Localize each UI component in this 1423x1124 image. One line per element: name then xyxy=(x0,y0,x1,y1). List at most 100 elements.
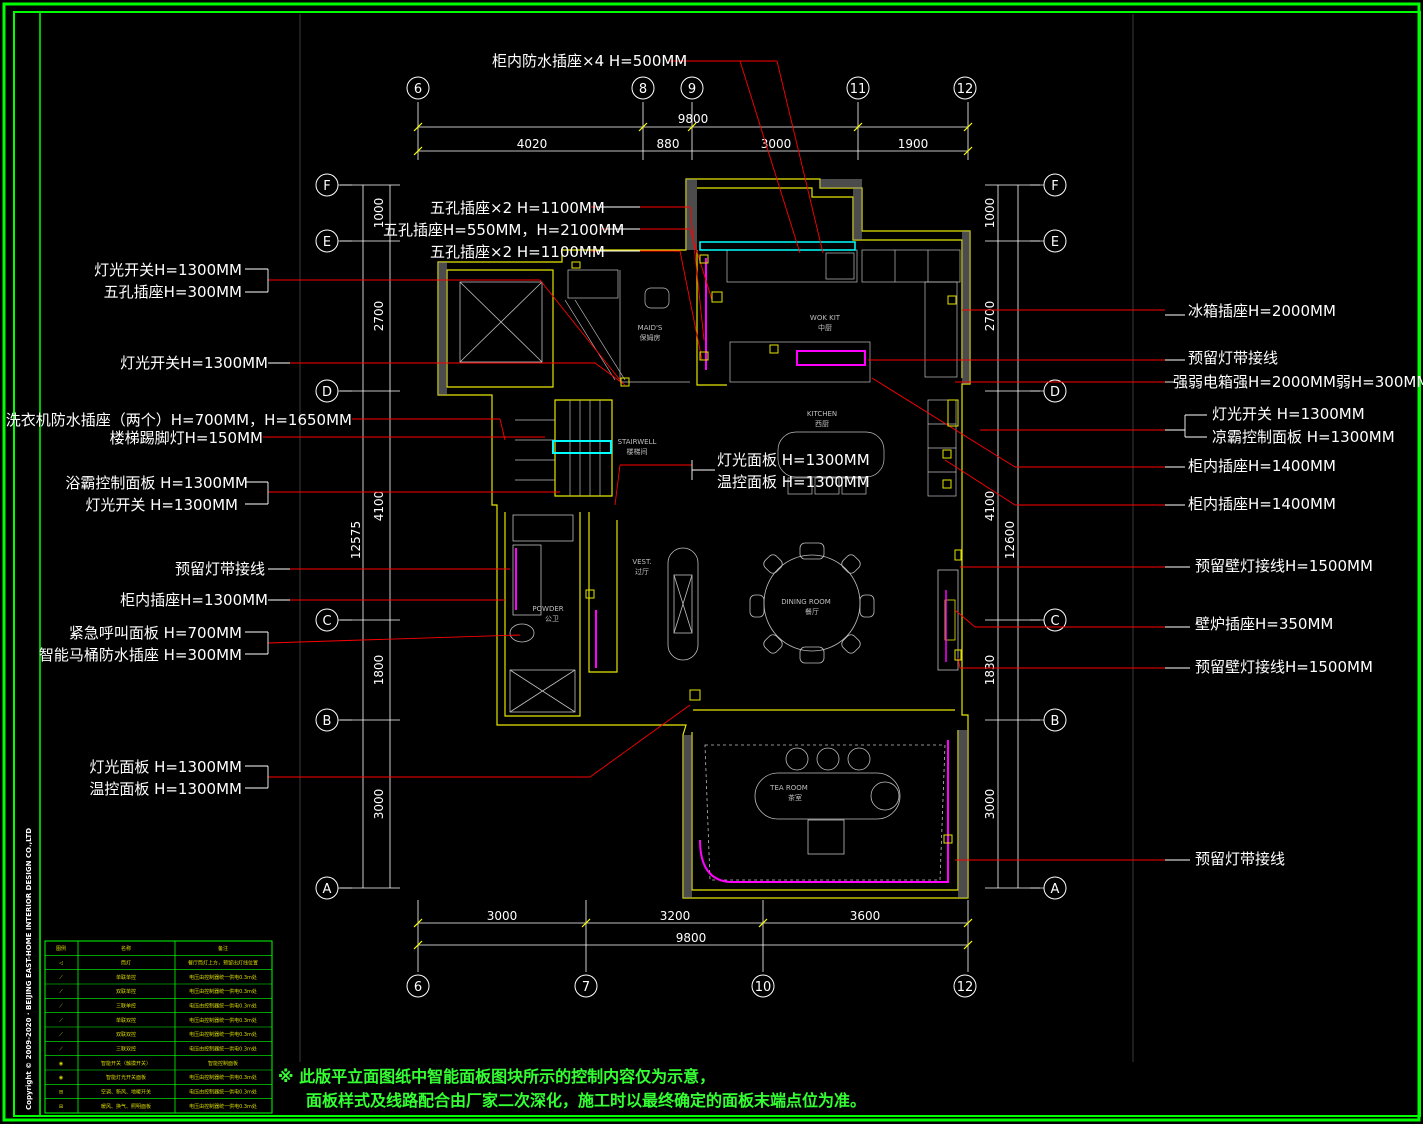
ann-right-1: 预留灯带接线 xyxy=(1188,349,1278,367)
ann-right-6: 柜内插座H=1400MM xyxy=(1188,495,1336,513)
room-label-wok-cn: 中厨 xyxy=(818,323,832,332)
room-label-stair: STAIRWELL xyxy=(618,438,657,446)
ann-center-1: 五孔插座H=550MM，H=2100MM xyxy=(383,221,624,239)
dimension-lines xyxy=(340,102,1040,972)
note-line-2: 面板样式及线路配合由厂家二次深化，施工时以最终确定的面板末端点位为准。 xyxy=(306,1091,866,1110)
ann-left-3: 洗衣机防水插座（两个）H=700MM，H=1650MM xyxy=(6,411,352,429)
grid-top-8: 8 xyxy=(639,82,647,97)
legend-cell: 三联单控 xyxy=(116,1003,136,1010)
legend-header-cell: 图例 xyxy=(56,945,66,952)
legend-cell: ⊞ xyxy=(59,1090,63,1096)
dim-top-4020: 4020 xyxy=(517,137,548,151)
grid-top-11: 11 xyxy=(850,82,867,97)
room-label-wok: WOK KIT xyxy=(810,314,841,322)
powder-fixtures xyxy=(509,514,576,713)
legend-cell: ⊞ xyxy=(59,1104,63,1110)
legend-cell: 双联双控 xyxy=(116,1031,136,1038)
dim-top-1900: 1900 xyxy=(898,137,929,151)
dimension-ticks xyxy=(413,122,973,950)
ann-center-2: 五孔插座×2 H=1100MM xyxy=(430,243,605,261)
ann-left-4: 楼梯踢脚灯H=150MM xyxy=(110,429,263,447)
dim-bottom-3200: 3200 xyxy=(660,909,691,923)
fireplace xyxy=(937,569,959,671)
dim-left-1800: 1800 xyxy=(372,655,386,686)
stair xyxy=(515,299,626,496)
stair-landing-strip xyxy=(552,440,612,454)
ann-right-3: 灯光开关 H=1300MM xyxy=(1212,405,1365,423)
leader-lines xyxy=(263,60,1165,861)
room-label-vest-cn: 过厅 xyxy=(635,567,649,576)
legend-cell: 三联双控 xyxy=(116,1046,136,1053)
legend-cell: 单联单控 xyxy=(116,974,136,981)
grid-top-9: 9 xyxy=(688,82,696,97)
grid-right-E: E xyxy=(1051,235,1059,250)
dim-left-3000: 3000 xyxy=(372,789,386,820)
elevator xyxy=(459,281,543,363)
dim-bottom-total: 9800 xyxy=(676,931,707,945)
ann-left-2: 灯光开关H=1300MM xyxy=(120,354,268,372)
ann-left-0: 灯光开关H=1300MM xyxy=(94,261,242,279)
ann-left-12: 温控面板 H=1300MM xyxy=(89,780,242,798)
ann-right-10: 预留灯带接线 xyxy=(1195,850,1285,868)
note-top-waterproof-socket: 柜内防水插座×4 H=500MM xyxy=(492,52,687,70)
legend-cell: ⟋ xyxy=(59,975,63,981)
legend-cell: 智能开关（触摸开关） xyxy=(101,1060,151,1067)
room-label-vest: VEST. xyxy=(632,558,651,566)
dim-right-total: 12600 xyxy=(1003,521,1017,559)
legend-cell: ⟋ xyxy=(59,1047,63,1053)
dim-left-2700: 2700 xyxy=(372,301,386,332)
legend-cell: 双联单控 xyxy=(116,988,136,995)
legend-cell: 智能灯光开关面板 xyxy=(106,1074,146,1081)
grid-left-C: C xyxy=(322,614,331,629)
grid-bottom-10: 10 xyxy=(755,980,772,995)
legend-cell: 单联双控 xyxy=(116,1017,136,1024)
copyright-text: Copyright © 2009-2020 · BEIJING EAST-HOM… xyxy=(25,828,33,1110)
legend-cell: 筒灯 xyxy=(121,960,131,967)
legend-cell: 空调、新风、地暖开关 xyxy=(101,1089,151,1096)
grid-bottom-6: 6 xyxy=(414,980,422,995)
dim-top-total: 9800 xyxy=(678,112,709,126)
room-label-maid: MAID'S xyxy=(638,324,663,332)
legend-cell: ◁ xyxy=(59,961,63,967)
ann-right-9: 预留壁灯接线H=1500MM xyxy=(1195,658,1373,676)
dim-left-4100: 4100 xyxy=(372,491,386,522)
ann-left-10: 智能马桶防水插座 H=300MM xyxy=(39,646,242,664)
dim-bottom-3000: 3000 xyxy=(487,909,518,923)
dim-left-total: 12575 xyxy=(349,521,363,559)
ann-right-7: 预留壁灯接线H=1500MM xyxy=(1195,557,1373,575)
tea-room-furniture xyxy=(704,744,946,881)
device-markers xyxy=(571,254,962,844)
ann-right-2: 强弱电箱强H=2000MM弱H=300MM xyxy=(1173,373,1423,391)
legend-cell: ⟋ xyxy=(59,1032,63,1038)
grid-leaders xyxy=(338,184,1044,889)
legend-header-cell: 名称 xyxy=(121,945,131,952)
dim-right-2700: 2700 xyxy=(983,301,997,332)
dim-left-1000: 1000 xyxy=(372,198,386,229)
ann-left-9: 紧急呼叫面板 H=700MM xyxy=(69,624,242,642)
legend-header-cell: 备注 xyxy=(218,945,228,952)
dim-right-1830: 1830 xyxy=(983,655,997,686)
legend-cell: 智能控制面板 xyxy=(208,1060,238,1067)
legend-cell: 电压由控制器统一供电0.3m处 xyxy=(189,1046,257,1053)
wall-fill xyxy=(438,179,970,898)
kitchen-strip xyxy=(796,350,866,366)
tea-room-strip xyxy=(699,740,949,883)
ann-left-1: 五孔插座H=300MM xyxy=(104,283,242,301)
grid-left-B: B xyxy=(323,714,332,729)
ann-left-5: 浴霸控制面板 H=1300MM xyxy=(65,474,248,492)
legend-cell: ⟋ xyxy=(59,989,63,995)
ann-center-4: 温控面板 H=1300MM xyxy=(717,473,870,491)
legend-cell: 电压由控制器统一供电0.3m处 xyxy=(189,1003,257,1010)
grid-right-A: A xyxy=(1051,882,1060,897)
room-label-tea-cn: 茶室 xyxy=(788,793,802,802)
legend-cell: ⟋ xyxy=(59,1018,63,1024)
grid-bottom-7: 7 xyxy=(582,980,590,995)
grid-top-6: 6 xyxy=(414,82,422,97)
grid-right-F: F xyxy=(1051,179,1058,194)
ann-right-5: 柜内插座H=1400MM xyxy=(1188,457,1336,475)
note-line-1: ※ 此版平立面图纸中智能面板图块所示的控制内容仅为示意， xyxy=(278,1067,715,1086)
grid-left-E: E xyxy=(323,235,331,250)
legend-cell: 电压由控制器统一供电0.3m处 xyxy=(189,1031,257,1038)
grid-right-C: C xyxy=(1050,614,1059,629)
